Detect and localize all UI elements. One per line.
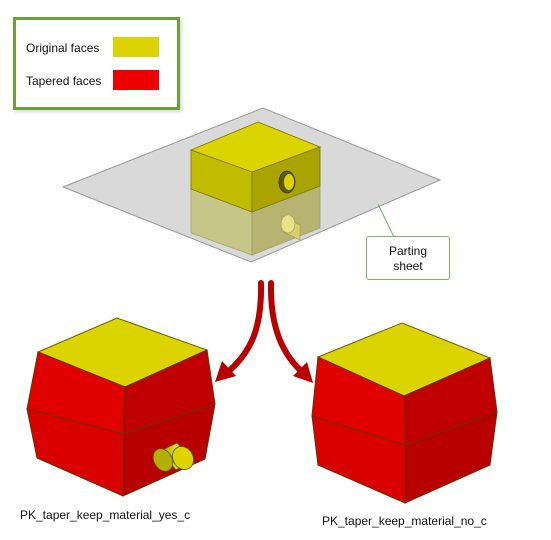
caption-keep-material-no: PK_taper_keep_material_no_c <box>322 514 487 528</box>
callout-line-1: Parting <box>388 244 428 258</box>
tapered-box-keep-material-no <box>311 322 498 504</box>
parting-sheet-callout: Parting sheet <box>366 236 450 280</box>
caption-keep-material-yes: PK_taper_keep_material_yes_c <box>20 508 191 522</box>
right-arrow <box>267 280 313 383</box>
tapered-box-keep-material-yes <box>26 317 216 497</box>
callout-line-2: sheet <box>393 259 423 273</box>
legend-swatch-tapered-faces <box>113 70 159 90</box>
legend-label-tapered-faces: Tapered faces <box>26 74 102 88</box>
legend-swatch-original-faces <box>113 37 159 57</box>
legend: Original faces Tapered faces <box>13 17 180 110</box>
legend-label-original-faces: Original faces <box>26 41 100 55</box>
left-arrow <box>215 280 265 382</box>
original-box <box>189 121 322 256</box>
callout-pointer <box>377 203 395 238</box>
